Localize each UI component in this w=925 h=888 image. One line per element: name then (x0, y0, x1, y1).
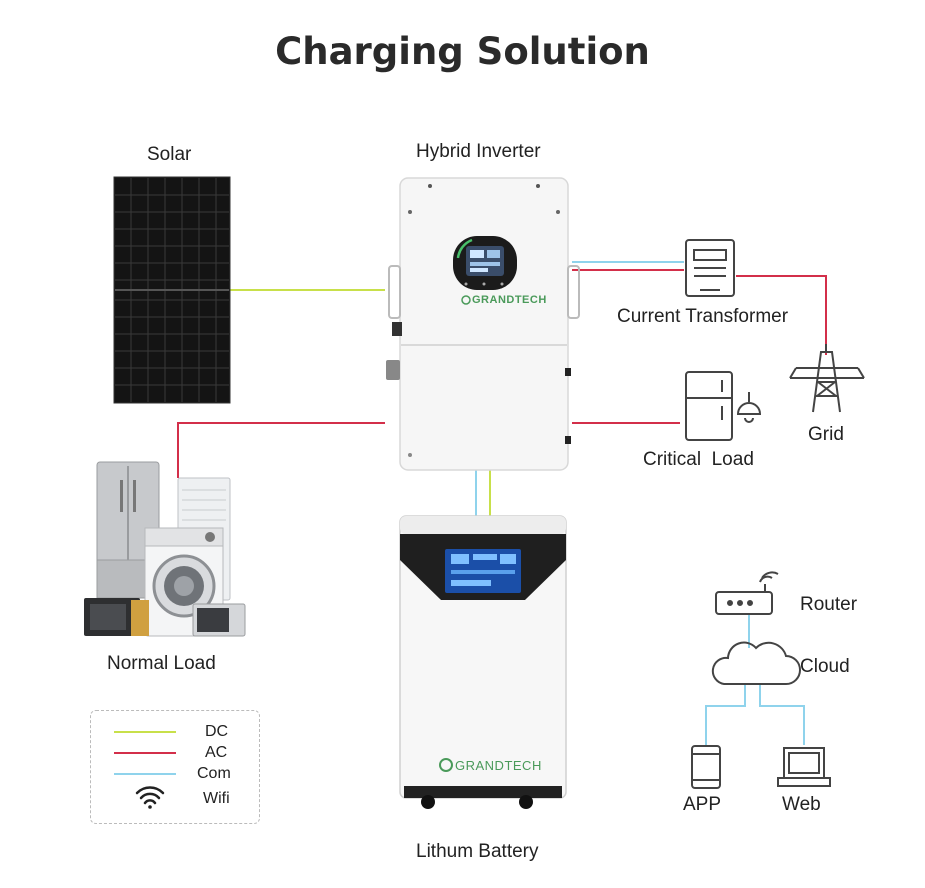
lithium-battery (399, 515, 567, 809)
com-line-cloud-web (759, 684, 805, 745)
fridge-icon (685, 371, 733, 441)
grid-label: Grid (808, 424, 844, 445)
phone-icon (691, 745, 721, 789)
laptop-icon (777, 747, 831, 787)
wifi-icon (135, 786, 165, 809)
legend-ac-label: AC (205, 744, 228, 761)
inverter-label: Hybrid Inverter (416, 141, 541, 162)
com-line-cloud-app (705, 684, 746, 745)
legend-wifi-label: Wifi (203, 790, 230, 807)
current-transformer-label: Current Transformer (617, 306, 789, 327)
legend-dc-label: DC (205, 723, 229, 740)
appliances-icon (84, 461, 246, 637)
solar-panel (113, 176, 231, 404)
cloud-icon (711, 641, 801, 685)
web-label: Web (782, 794, 821, 815)
inverter-logo: GRANDTECH (472, 294, 547, 306)
app-label: APP (683, 794, 722, 815)
lamp-icon (736, 392, 762, 423)
solar-label: Solar (147, 144, 192, 165)
critical-load-label: Critical Load (643, 449, 754, 470)
current-transformer-icon (685, 239, 735, 297)
router-icon (715, 571, 779, 615)
legend-com-label: Com (197, 765, 231, 782)
hybrid-inverter (386, 177, 580, 471)
battery-logo: GRANDTECH (455, 758, 542, 773)
legend (90, 710, 260, 824)
ac-line-normal-load (177, 422, 385, 478)
ac-line-grid (736, 275, 827, 355)
battery-label: Lithum Battery (416, 841, 539, 862)
grid-tower-icon (789, 344, 865, 413)
normal-load-label: Normal Load (107, 653, 216, 674)
page-title: Charging Solution (275, 30, 650, 73)
cloud-label: Cloud (800, 656, 850, 677)
router-label: Router (800, 594, 858, 615)
